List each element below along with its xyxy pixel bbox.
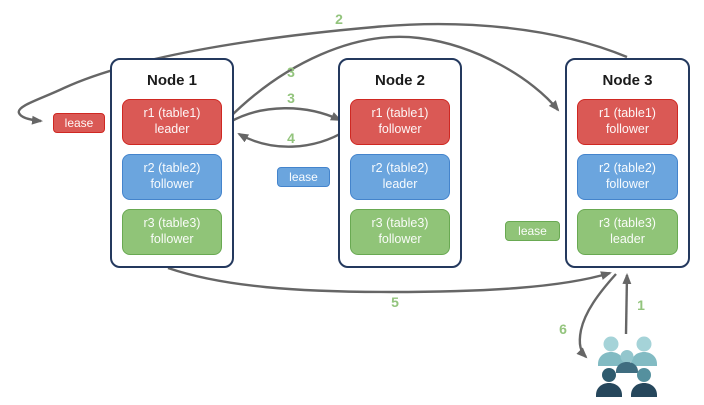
node-2-replica-r2: r2 (table2) leader <box>350 154 450 200</box>
step-label-5: 5 <box>391 294 399 310</box>
replica-role-label: follower <box>605 177 650 191</box>
replica-range-label: r2 (table2) <box>143 161 201 176</box>
replica-role-label: follower <box>378 232 422 246</box>
arrow-step-5 <box>167 266 612 294</box>
replica-range-label: r3 (table3) <box>143 216 201 231</box>
node-2-replica-r3: r3 (table3) follower <box>350 209 450 255</box>
node-1: Node 1 r1 (table1) leader r2 (table2) fo… <box>110 58 234 268</box>
arrow-step-2 <box>17 22 628 125</box>
replica-range-label: r1 (table1) <box>599 106 656 121</box>
arrow-step-4 <box>237 128 348 148</box>
step-label-4: 4 <box>287 130 295 146</box>
arrow-step-3-to-node2 <box>229 107 342 124</box>
lease-badge-r3: lease <box>505 221 560 241</box>
node-3: Node 3 r1 (table1) follower r2 (table2) … <box>565 58 690 268</box>
node-1-replica-r2: r2 (table2) follower <box>122 154 222 200</box>
replica-range-label: r1 (table1) <box>143 106 201 121</box>
node-2-replica-r1: r1 (table1) follower <box>350 99 450 145</box>
node-2: Node 2 r1 (table1) follower r2 (table2) … <box>338 58 462 268</box>
step-label-2: 2 <box>335 11 343 27</box>
replica-range-label: r3 (table3) <box>599 216 656 231</box>
step-label-6: 6 <box>559 321 567 337</box>
lease-badge-r2: lease <box>277 167 330 187</box>
step-label-3a: 3 <box>287 64 295 80</box>
replica-role-label: leader <box>382 177 418 191</box>
node-2-title: Node 2 <box>374 72 425 89</box>
arrow-step-3-to-node3 <box>227 35 560 120</box>
arrow-step-6 <box>576 273 617 359</box>
step-label-3b: 3 <box>287 90 295 106</box>
replica-role-label: leader <box>154 122 190 136</box>
replica-range-label: r2 (table2) <box>599 161 656 176</box>
users-icon <box>596 336 657 397</box>
replica-role-label: follower <box>150 177 194 191</box>
replica-range-label: r2 (table2) <box>371 161 429 176</box>
node-1-title: Node 1 <box>146 72 197 89</box>
replica-role-label: follower <box>150 232 194 246</box>
replica-range-label: r3 (table3) <box>371 216 429 231</box>
node-3-replica-r2: r2 (table2) follower <box>577 154 678 200</box>
node-1-replica-r1: r1 (table1) leader <box>122 99 222 145</box>
node-3-replica-r3: r3 (table3) leader <box>577 209 678 255</box>
replica-range-label: r1 (table1) <box>371 106 429 121</box>
replica-role-label: follower <box>378 122 422 136</box>
lease-badge-r1: lease <box>53 113 105 133</box>
node-3-replica-r1: r1 (table1) follower <box>577 99 678 145</box>
node-3-title: Node 3 <box>602 72 653 89</box>
replica-role-label: follower <box>605 122 650 136</box>
replica-role-label: leader <box>610 232 645 246</box>
node-1-replica-r3: r3 (table3) follower <box>122 209 222 255</box>
arrow-step-1 <box>622 273 632 335</box>
step-label-1: 1 <box>637 297 645 313</box>
